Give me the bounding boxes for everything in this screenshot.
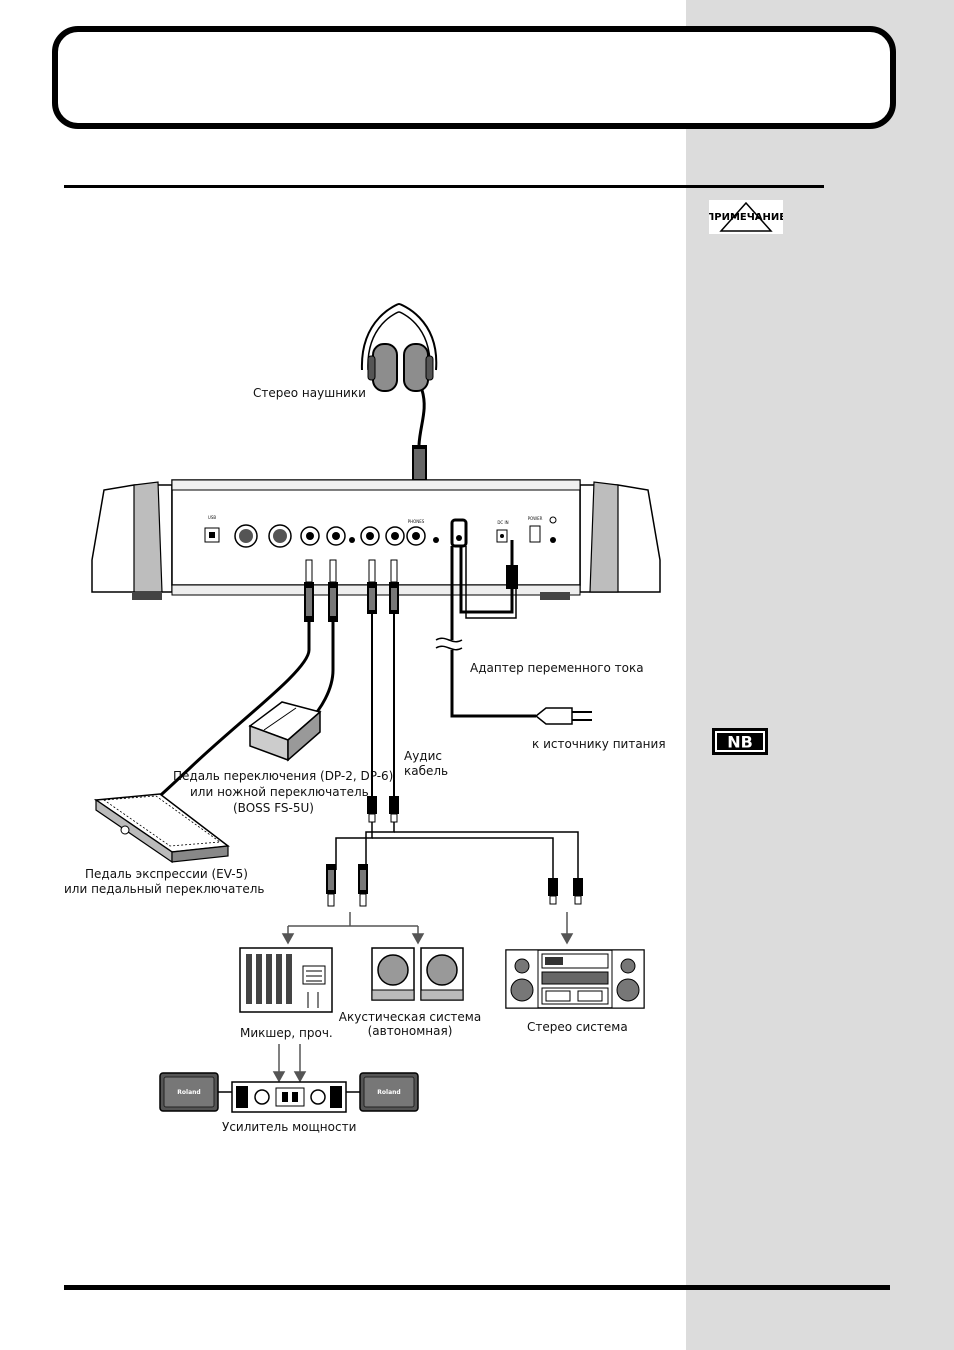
svg-text:USB: USB [208,515,216,520]
svg-text:POWER: POWER [528,516,543,521]
output-cables [326,559,583,907]
ac-adapter-label: Адаптер переменного тока [470,661,644,675]
headphones [360,302,438,446]
speaker-left-brand: Roland [177,1089,200,1096]
footswitch-pedal [248,701,322,762]
footswitch-label-2: или ножной переключатель [190,785,369,799]
amp-label: Усилитель мощности [222,1120,356,1134]
svg-text:PHONES: PHONES [408,519,425,524]
footer-divider [64,1285,890,1290]
expression-label-2: или педальный переключатель [64,882,264,896]
monitor-speakers [371,947,464,1001]
svg-text:DC IN: DC IN [497,520,508,525]
keyboard-rear-panel: USB PHONES DC IN POWER [91,479,661,600]
headphones-label: Стерео наушники [253,386,366,400]
expression-label-1: Педаль экспрессии (EV-5) [85,867,248,881]
note-badge-label: ПРИМЕЧАНИЕ [709,212,783,223]
distribution-arrows [281,912,574,945]
audio-cable-label-2: кабель [404,764,448,778]
mixer-label: Микшер, проч. [240,1026,333,1040]
mixer [239,947,333,1013]
speaker-right-brand: Roland [377,1089,400,1096]
nb-badge-label: NB [727,733,753,752]
note-icon: ПРИМЕЧАНИЕ [709,200,783,234]
expression-pedal [93,793,230,864]
mixer-to-amp-arrows [272,1044,307,1083]
power-source-label: к источнику питания [532,737,666,751]
monitor-label-2: (автономная) [368,1024,453,1038]
ac-adapter-cable [435,518,592,725]
audio-cable-label-1: Аудис [404,749,442,763]
stereo-system [505,949,645,1009]
footswitch-label-1: Педаль переключения (DP-2, DP-6) [173,769,393,783]
page-title-frame [52,26,896,129]
footswitch-label-3: (BOSS FS-5U) [233,801,314,815]
nb-icon: NB [712,728,768,755]
stereo-label: Стерео система [527,1020,628,1034]
monitor-label-1: Акустическая система [339,1010,481,1024]
section-divider [64,185,824,188]
power-amp-chain: Roland Roland [159,1072,419,1113]
